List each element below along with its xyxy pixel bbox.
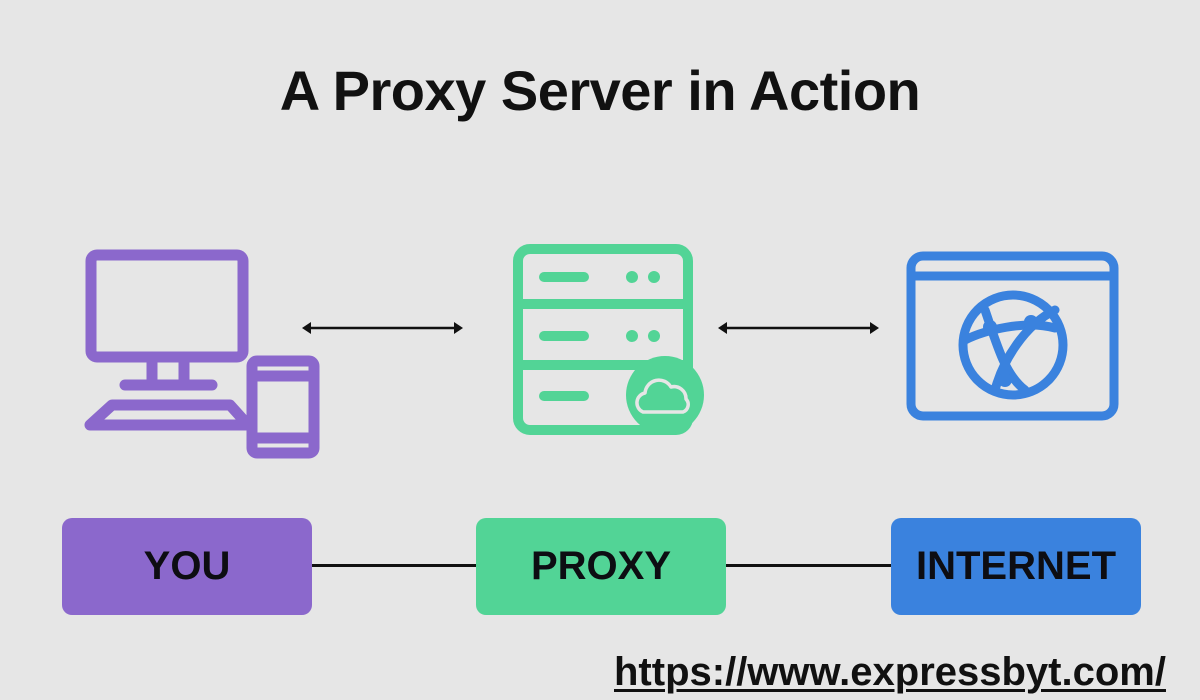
connector-line [726, 564, 891, 567]
connector-line [312, 564, 476, 567]
node-internet-box: INTERNET [891, 518, 1141, 615]
bidirectional-arrow-icon [718, 322, 879, 334]
node-proxy-box: PROXY [476, 518, 726, 615]
browser-globe-icon [906, 251, 1119, 421]
watermark-link[interactable]: https://www.expressbyt.com/ [614, 650, 1166, 694]
node-you-label: YOU [143, 544, 231, 588]
node-proxy-label: PROXY [530, 544, 672, 588]
server-cloud-icon [513, 244, 704, 435]
diagram-title: A Proxy Server in Action [279, 59, 921, 122]
node-you-box: YOU [62, 518, 312, 615]
bidirectional-arrow-icon [302, 322, 463, 334]
computer-and-phone-icon [84, 249, 320, 459]
node-internet-label: INTERNET [916, 544, 1116, 588]
